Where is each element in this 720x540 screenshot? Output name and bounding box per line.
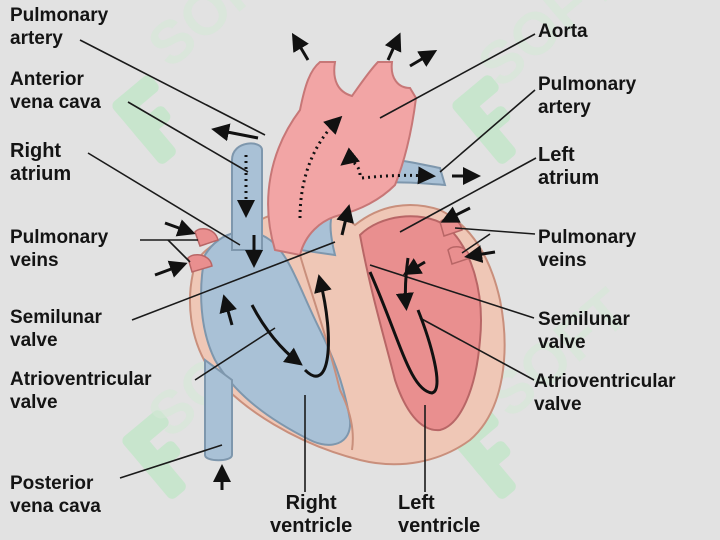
- anterior-vena-cava-vessel: [231, 142, 263, 251]
- label-av-valve-right: Atrioventricular valve: [534, 371, 676, 415]
- label-pulmonary-artery-right: Pulmonary artery: [538, 74, 637, 118]
- label-right-ventricle: Right ventricle: [270, 492, 353, 537]
- leader-lines: [79, 33, 537, 492]
- label-pulmonary-veins-right: Pulmonary veins: [538, 227, 637, 271]
- watermark-text: SOFT: [135, 0, 301, 80]
- label-semilunar-valve-right: Semilunar valve: [538, 309, 630, 353]
- pulmonary-veins-left-vessel: [187, 227, 219, 273]
- label-semilunar-valve-left: Semilunar valve: [10, 307, 102, 351]
- flow-arrows-solid: [154, 32, 496, 490]
- label-aorta: Aorta: [538, 21, 588, 42]
- label-right-atrium: Right atrium: [10, 140, 72, 185]
- label-anterior-vena-cava: Anterior vena cava: [10, 69, 101, 113]
- septum: [299, 254, 341, 391]
- label-av-valve-left: Atrioventricular valve: [10, 369, 152, 413]
- label-left-ventricle: Left ventricle: [398, 492, 481, 537]
- septum-lower: [339, 389, 354, 451]
- label-posterior-vena-cava: Posterior vena cava: [10, 473, 101, 517]
- posterior-vena-cava-vessel: [204, 358, 233, 462]
- label-pulmonary-artery-left: Pulmonary artery: [10, 5, 109, 49]
- label-pulmonary-veins-left: Pulmonary veins: [10, 227, 109, 271]
- label-left-atrium: Left atrium: [538, 144, 600, 189]
- flow-arrows-dotted: [237, 115, 436, 219]
